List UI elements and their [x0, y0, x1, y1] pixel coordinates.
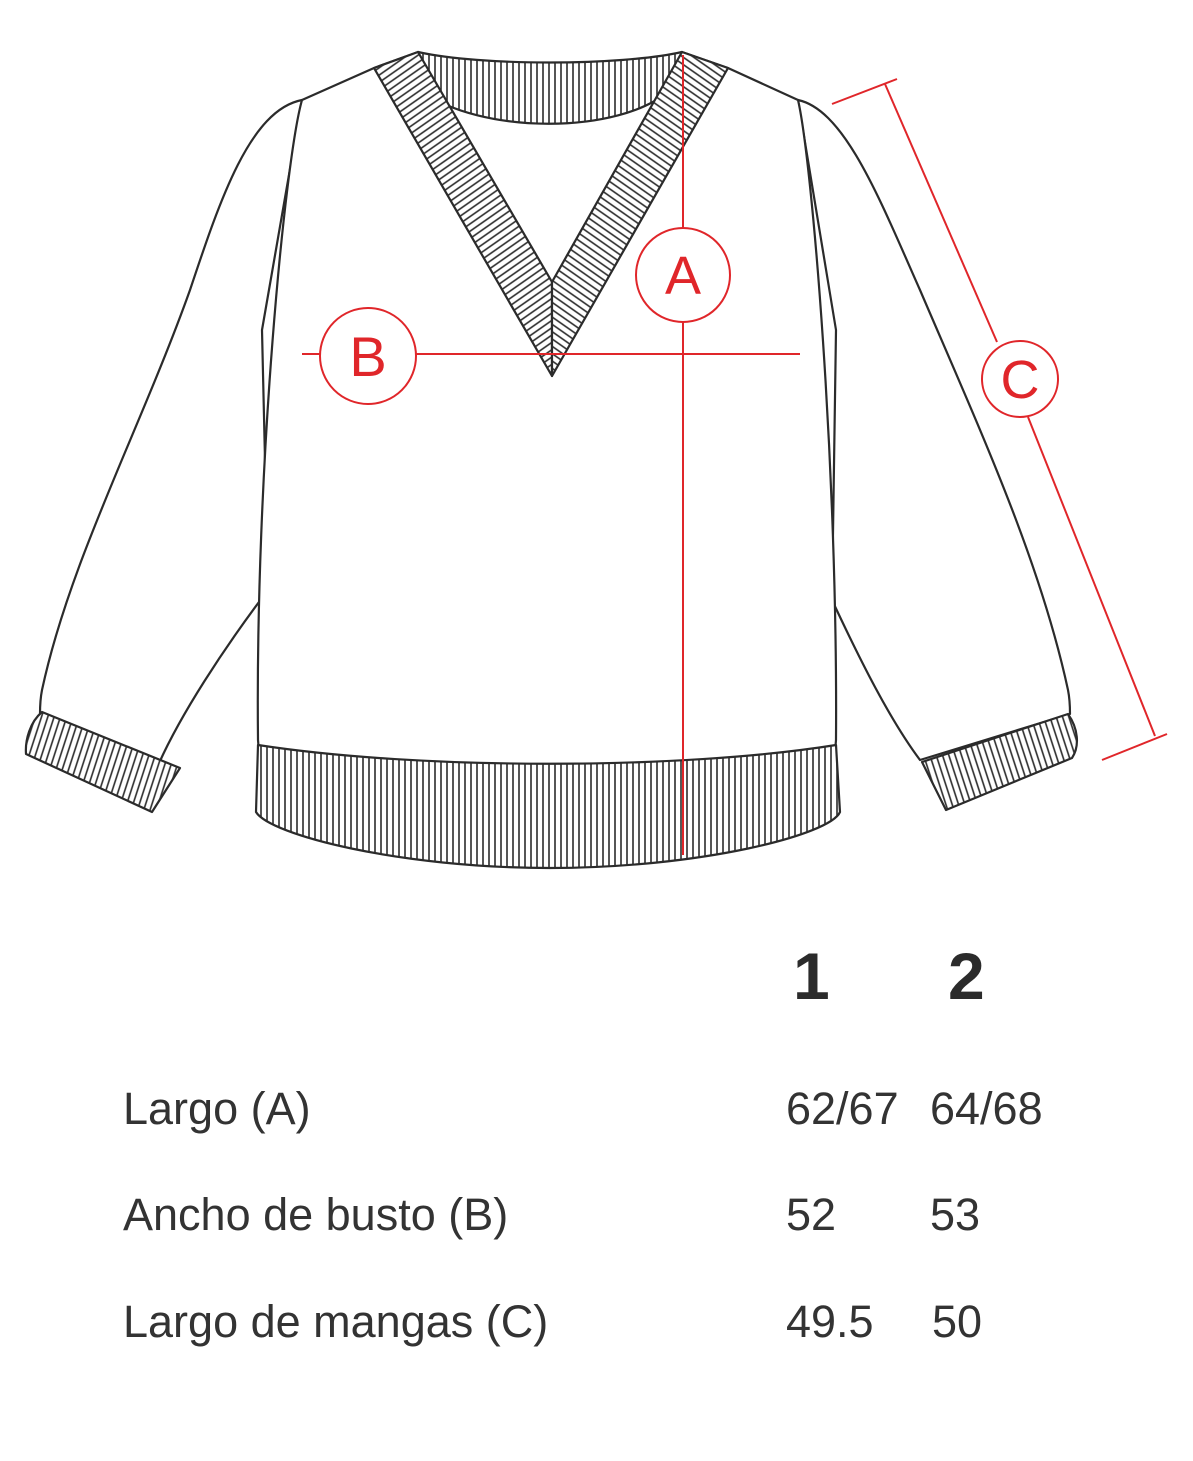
bust-size-1: 52: [786, 1189, 837, 1240]
sleeve-marker-circle: [981, 340, 1059, 418]
sleeve-marker-label: C: [1001, 350, 1040, 410]
hem-band: [254, 743, 842, 870]
size-header-2: 2: [948, 939, 985, 1013]
row-label-sleeve: Largo de mangas (C): [123, 1296, 549, 1347]
row-label-bust: Ancho de busto (B): [123, 1189, 509, 1240]
sleeve-size-2: 50: [932, 1296, 983, 1347]
right-cuff: [920, 712, 1078, 812]
sleeve-measure-tick-bottom: [1101, 733, 1168, 761]
left-cuff: [24, 710, 182, 814]
sleeve-size-1: 49.5: [786, 1296, 874, 1347]
garment-diagram: A B C: [24, 50, 1168, 870]
length-size-1: 62/67: [786, 1083, 899, 1134]
bust-size-2: 53: [930, 1189, 981, 1240]
row-label-length: Largo (A): [123, 1083, 311, 1134]
sleeve-measure-line-upper: [884, 83, 998, 343]
bust-marker-circle: [319, 307, 417, 405]
length-size-2: 64/68: [930, 1083, 1043, 1134]
sleeve-measure-line-lower: [1027, 416, 1156, 737]
bust-marker-label: B: [349, 325, 386, 388]
length-marker-circle: [635, 227, 731, 323]
length-marker-label: A: [665, 246, 701, 306]
size-header-1: 1: [793, 939, 830, 1013]
left-sleeve: [38, 98, 304, 782]
sleeve-measure-tick-top: [831, 78, 898, 105]
right-sleeve: [796, 98, 1072, 762]
garment-body: [256, 50, 838, 792]
